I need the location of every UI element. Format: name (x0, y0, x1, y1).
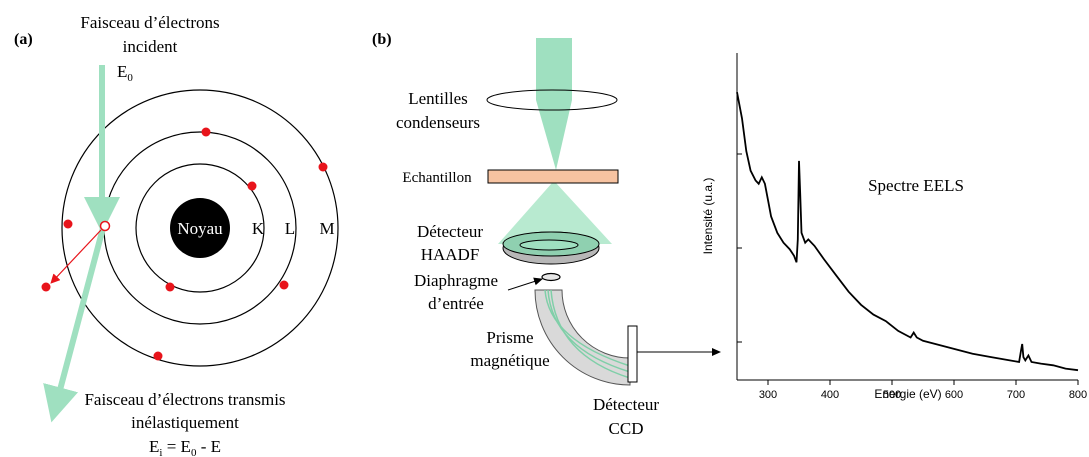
shell-l-label: L (285, 219, 295, 238)
ejected-electron (41, 282, 51, 292)
dispersed-ray (550, 289, 631, 379)
aperture-label-line2: d’entrée (428, 294, 484, 313)
shell-m-circle (61, 89, 339, 367)
transmitted-beam (43, 227, 106, 423)
aperture-label-line1: Diaphragme (414, 271, 498, 290)
energy-equation: Ei = E0 - E (149, 437, 221, 457)
nucleus-label: Noyau (177, 219, 223, 238)
ccd-label-line1: Détecteur (593, 395, 659, 414)
dispersed-ray (547, 289, 631, 373)
magnetic-prism (534, 289, 631, 386)
x-tick-label: 700 (1007, 389, 1025, 401)
x-axis-label: Energie (eV) (874, 387, 941, 401)
haadf-hole (519, 239, 579, 251)
electron (165, 282, 175, 292)
electron (247, 181, 257, 191)
specimen (487, 169, 619, 184)
x-tick-label: 300 (759, 389, 777, 401)
shell-k-circle (135, 163, 265, 293)
converging-beam (536, 100, 572, 170)
condenser-label-line2: condenseurs (396, 113, 480, 132)
electron (318, 162, 328, 172)
ccd-label-line2: CCD (609, 419, 644, 438)
entrance-aperture (541, 272, 561, 282)
transmitted-beam-label-line1: Faisceau d’électrons transmis (84, 390, 285, 409)
y-axis-label: Intensité (u.a.) (701, 178, 715, 255)
x-tick-label: 600 (945, 389, 963, 401)
electron (153, 351, 163, 361)
ejection-arrow (50, 229, 102, 284)
prism-label-line2: magnétique (470, 351, 549, 370)
shell-m-label: M (319, 219, 334, 238)
condenser-label-line1: Lentilles (408, 89, 467, 108)
incident-beam-label-line1: Faisceau d’électrons (80, 13, 219, 32)
panel-a: (a) Faisceau d’électrons incident E0 Noy… (14, 13, 339, 457)
spectrum-curve (736, 92, 1079, 372)
x-tick-label: 400 (821, 389, 839, 401)
electron (201, 127, 211, 137)
x-tick-label: 800 (1069, 389, 1087, 401)
incident-beam-label-line2: incident (123, 37, 178, 56)
panel-b: (b) Lentilles condenseurs Echantillon Dé… (372, 31, 721, 438)
ccd-detector (627, 325, 638, 383)
electron-vacancy (99, 220, 111, 232)
spectrum-title: Spectre EELS (868, 176, 964, 195)
x-ticks: 300 400 500 600 700 800 (759, 380, 1087, 401)
e0-label: E0 (117, 62, 133, 84)
haadf-label-line2: HAADF (421, 245, 480, 264)
dispersed-ray (544, 289, 631, 367)
panel-b-tag: (b) (372, 31, 392, 48)
nucleus (170, 198, 230, 258)
condenser-lens (486, 89, 618, 111)
panel-a-tag: (a) (14, 31, 33, 48)
prism-label-line1: Prisme (486, 328, 533, 347)
electron (63, 219, 73, 229)
aperture-pointer (507, 277, 543, 291)
shell-k-label: K (252, 219, 265, 238)
specimen-label: Echantillon (402, 170, 472, 186)
transmitted-beam-label-line2: inélastiquement (131, 413, 239, 432)
x-tick-label: 500 (883, 389, 901, 401)
eels-spectrum-chart: 300 400 500 600 700 800 Spectre EELS Energie … (701, 53, 1087, 401)
electron (279, 280, 289, 290)
haadf-label-line1: Détecteur (417, 222, 483, 241)
diverging-beam (498, 183, 612, 244)
